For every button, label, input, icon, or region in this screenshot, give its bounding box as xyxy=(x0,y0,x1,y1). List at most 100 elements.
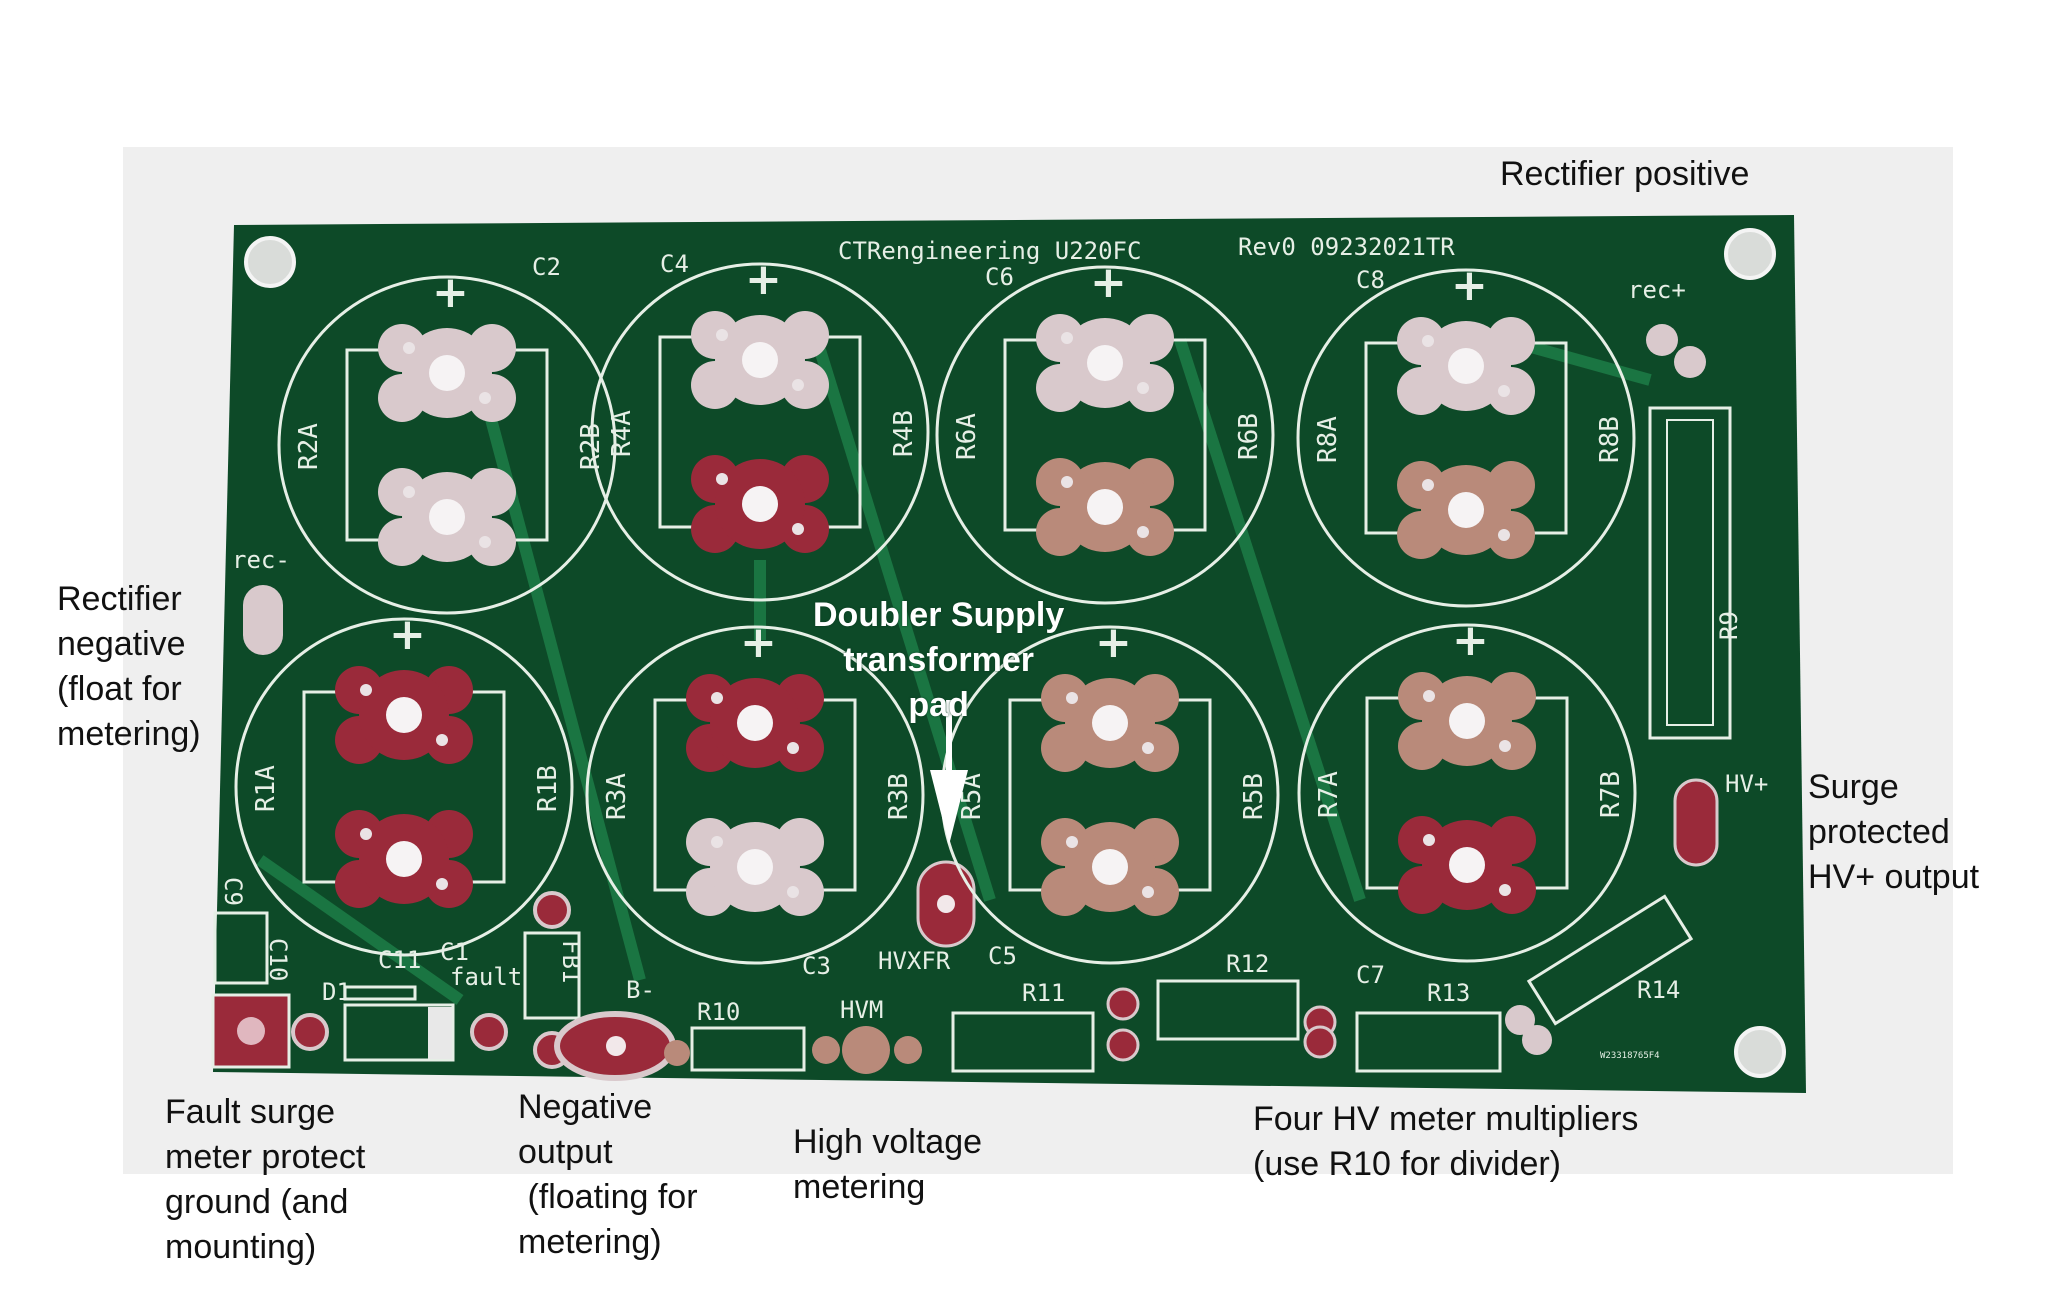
pad-via xyxy=(1499,740,1511,752)
resistor-label-right: R1B xyxy=(533,765,563,812)
capacitor-outline xyxy=(590,262,930,602)
pad-via xyxy=(403,486,415,498)
pad-hole xyxy=(1448,492,1484,528)
label-high-voltage: High voltage metering xyxy=(793,1123,983,1206)
silk-r14: R14 xyxy=(1637,976,1680,1004)
pad-via xyxy=(1066,836,1078,848)
capacitor-ref: C8 xyxy=(1356,266,1385,294)
capacitor-ref: C4 xyxy=(660,250,689,278)
resistor-label-left: R7A xyxy=(1314,771,1344,818)
silk-title: CTRengineering U220FC xyxy=(838,237,1141,265)
pad-via xyxy=(1061,332,1073,344)
pad-via xyxy=(360,828,372,840)
capacitor-outline xyxy=(585,625,925,965)
silk-hvm: HVM xyxy=(840,996,883,1024)
label-surge-protected: Surge protected HV+ output xyxy=(1808,768,1980,896)
polarity-plus: + xyxy=(1452,615,1489,666)
mounting-holes xyxy=(244,228,1786,1078)
polarity-plus: + xyxy=(740,617,777,668)
pad-hole xyxy=(1087,345,1123,381)
pad-hole xyxy=(429,355,465,391)
silk-c11: C11 xyxy=(378,946,421,974)
pad-via xyxy=(1142,886,1154,898)
label-negative-output: Negative output (floating for metering) xyxy=(518,1088,698,1261)
silkscreen: CTRengineering U220FC Rev0 09232021TR re… xyxy=(219,233,1768,1061)
silk-d1: D1 xyxy=(322,978,351,1006)
silk-rec-neg: rec- xyxy=(232,546,290,574)
pad-via xyxy=(716,329,728,341)
resistor-label-left: R4A xyxy=(607,410,637,457)
small-pads xyxy=(211,324,1719,1081)
pad-via xyxy=(711,836,723,848)
resistor-label-left: R2A xyxy=(294,423,324,470)
pad-via xyxy=(1498,385,1510,397)
d1-band xyxy=(428,1007,452,1059)
pad-via xyxy=(436,734,448,746)
capacitor-8: + R7A R7B xyxy=(1297,615,1637,963)
pad-via xyxy=(1137,526,1149,538)
pad-via xyxy=(716,473,728,485)
silk-serial: W23318765F4 xyxy=(1600,1051,1660,1061)
pad-via xyxy=(1499,884,1511,896)
resistor-label-right: R8B xyxy=(1595,416,1625,463)
silk-r11: R11 xyxy=(1022,979,1065,1007)
polarity-plus: + xyxy=(745,254,782,305)
label-fault-surge: Fault surge meter protect ground (and mo… xyxy=(165,1093,366,1266)
pad-hole xyxy=(1449,703,1485,739)
resistor-label-left: R3A xyxy=(602,773,632,820)
silk-c5: C5 xyxy=(988,942,1017,970)
resistor-label-right: R5B xyxy=(1239,773,1269,820)
pad-hole xyxy=(1449,847,1485,883)
label-rectifier-positive: Rectifier positive xyxy=(1500,155,1750,193)
pad-via xyxy=(403,342,415,354)
pad-hole xyxy=(737,705,773,741)
capacitor-2: + R4A R4B C4 xyxy=(590,250,930,602)
pad-hole xyxy=(1448,348,1484,384)
pad-via xyxy=(711,692,723,704)
pad-via xyxy=(792,523,804,535)
resistor-label-left: R1A xyxy=(251,765,281,812)
capacitor-ref: C6 xyxy=(985,263,1014,291)
label-four-hv: Four HV meter multipliers (use R10 for d… xyxy=(1253,1100,1639,1183)
silk-fault: fault xyxy=(450,963,522,991)
capacitor-outline xyxy=(935,265,1275,605)
polarity-plus: + xyxy=(1095,617,1132,668)
pad-via xyxy=(792,379,804,391)
silk-hv-plus: HV+ xyxy=(1725,770,1768,798)
silk-r9: R9 xyxy=(1715,611,1743,640)
pad-hole xyxy=(742,342,778,378)
polarity-plus: + xyxy=(1090,257,1127,308)
pad-via xyxy=(1142,742,1154,754)
pad-hole xyxy=(742,486,778,522)
silk-fb1: FB1 xyxy=(557,940,585,983)
pad-via xyxy=(787,742,799,754)
pad-hole xyxy=(1092,849,1128,885)
arrow-icon xyxy=(930,700,968,845)
polarity-plus: + xyxy=(432,267,469,318)
resistor-label-left: R6A xyxy=(952,413,982,460)
pad-via xyxy=(436,878,448,890)
pad-via xyxy=(1061,476,1073,488)
capacitor-5: + R1A R1B xyxy=(234,609,574,957)
resistor-label-right: R7B xyxy=(1596,771,1626,818)
pad-via xyxy=(1066,692,1078,704)
pad-via xyxy=(1423,690,1435,702)
label-doubler-supply: Doubler Supply transformer pad xyxy=(813,596,1065,724)
pad-hole xyxy=(386,841,422,877)
silk-c3: C3 xyxy=(802,952,831,980)
resistor-label-right: R4B xyxy=(889,410,919,457)
pad-via xyxy=(479,536,491,548)
pad-via xyxy=(1423,834,1435,846)
pad-hole xyxy=(429,499,465,535)
silk-b-minus: B- xyxy=(626,976,655,1004)
pad-via xyxy=(1498,529,1510,541)
silk-revision: Rev0 09232021TR xyxy=(1238,233,1455,261)
polarity-plus: + xyxy=(389,609,426,660)
label-rectifier-negative: Rectifier negative (float for metering) xyxy=(57,580,201,753)
